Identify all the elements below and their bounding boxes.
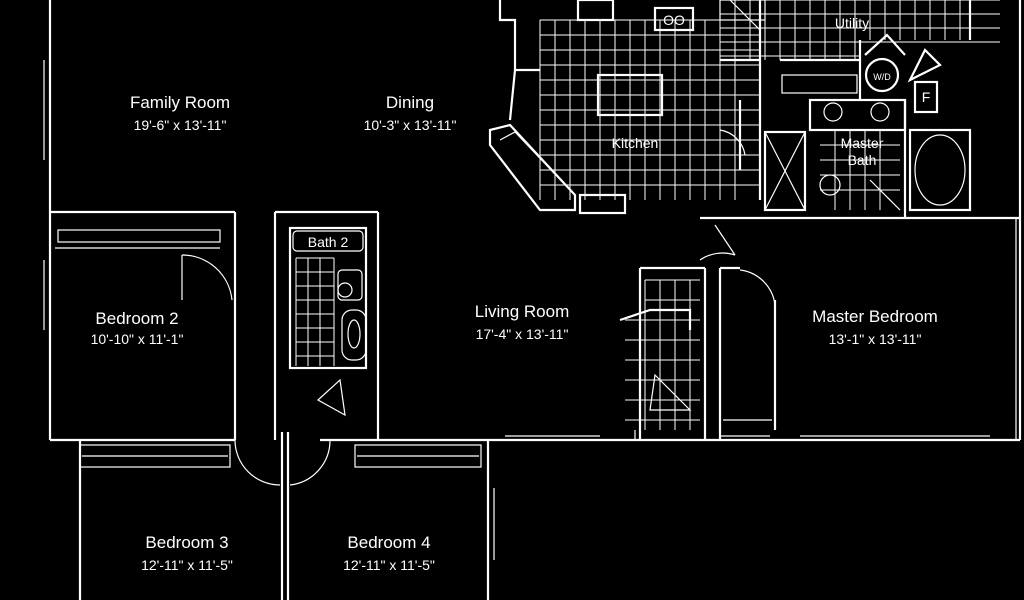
room-labels: Family Room 19'-6" x 13'-11" Dining 10'-… [91, 15, 938, 573]
bedroom-2-name: Bedroom 2 [95, 309, 178, 328]
master-bedroom-name: Master Bedroom [812, 307, 938, 326]
kitchen-tiles [539, 0, 1000, 210]
family-room-dims: 19'-6" x 13'-11" [134, 117, 227, 133]
utility-name: Utility [835, 15, 869, 31]
stairs [619, 224, 736, 430]
dining-dims: 10'-3" x 13'-11" [364, 117, 457, 133]
washer-label: W/D [873, 72, 891, 82]
master-bath-name-1: Master [841, 135, 884, 151]
bedroom-3-dims: 12'-11" x 11'-5" [141, 557, 233, 573]
master-bedroom-dims: 13'-1" x 13'-11" [829, 331, 922, 347]
kitchen-name: Kitchen [612, 135, 659, 151]
bath-2-tiles [295, 257, 335, 366]
kitchen-block: OO W/D F [488, 0, 1000, 218]
family-room-name: Family Room [130, 93, 230, 112]
bedroom-4-name: Bedroom 4 [347, 533, 430, 552]
bath-2: Bath 2 [288, 226, 368, 417]
bedroom-3-name: Bedroom 3 [145, 533, 228, 552]
bedroom-2-dims: 10'-10" x 11'-1" [91, 331, 184, 347]
walls [43, 0, 1022, 600]
living-room-dims: 17'-4" x 13'-11" [476, 326, 569, 342]
bath-2-label: Bath 2 [308, 234, 349, 250]
range-label: OO [663, 12, 685, 28]
living-room-name: Living Room [475, 302, 570, 321]
master-bath-name-2: Bath [848, 152, 877, 168]
bedroom-4-dims: 12'-11" x 11'-5" [343, 557, 435, 573]
dining-name: Dining [386, 93, 434, 112]
furnace-label: F [922, 89, 931, 105]
